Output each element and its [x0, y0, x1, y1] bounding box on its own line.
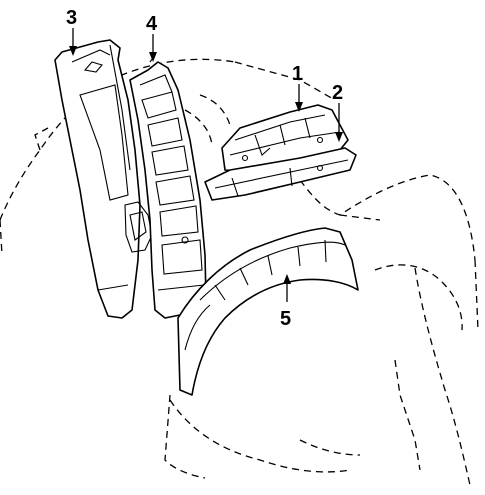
callout-3: 3 [66, 7, 77, 56]
part-2-lower-rail [204, 147, 357, 201]
callout-5-label: 5 [280, 308, 291, 330]
part-4-pillar-reinforcement [129, 54, 207, 319]
callout-2: 2 [332, 82, 343, 142]
part-5-wheelhouse [177, 227, 359, 396]
callout-3-label: 3 [66, 7, 77, 29]
part-3-pillar-inner [54, 39, 153, 319]
callout-4-label: 4 [146, 13, 158, 35]
callout-5: 5 [280, 274, 291, 330]
callout-1-label: 1 [292, 63, 303, 85]
body-outline [0, 58, 479, 486]
callout-2-label: 2 [332, 82, 343, 104]
callout-1: 1 [292, 63, 303, 112]
callout-4: 4 [146, 13, 158, 62]
